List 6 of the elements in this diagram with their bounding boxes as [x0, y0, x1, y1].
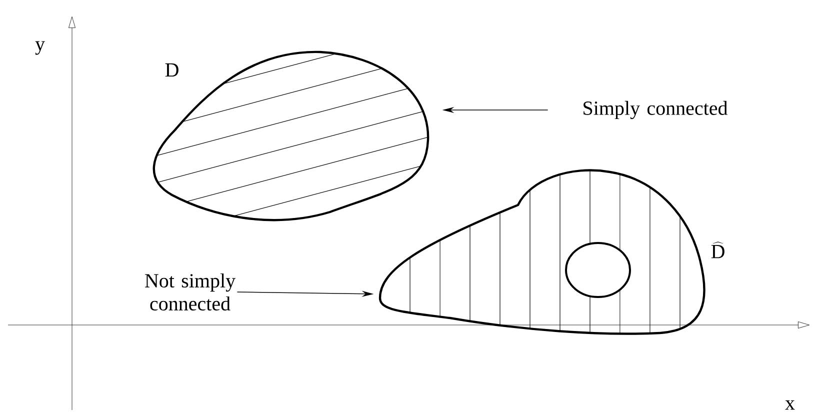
region-label: D — [165, 63, 178, 77]
callout-text: Not simply connected — [145, 273, 236, 311]
region-label: $\widehat{\mathrm{D}}$ — [711, 242, 724, 258]
axis-label: x — [785, 400, 795, 410]
axis-label: y — [35, 41, 45, 55]
callout-text: Simply connected — [584, 100, 728, 120]
